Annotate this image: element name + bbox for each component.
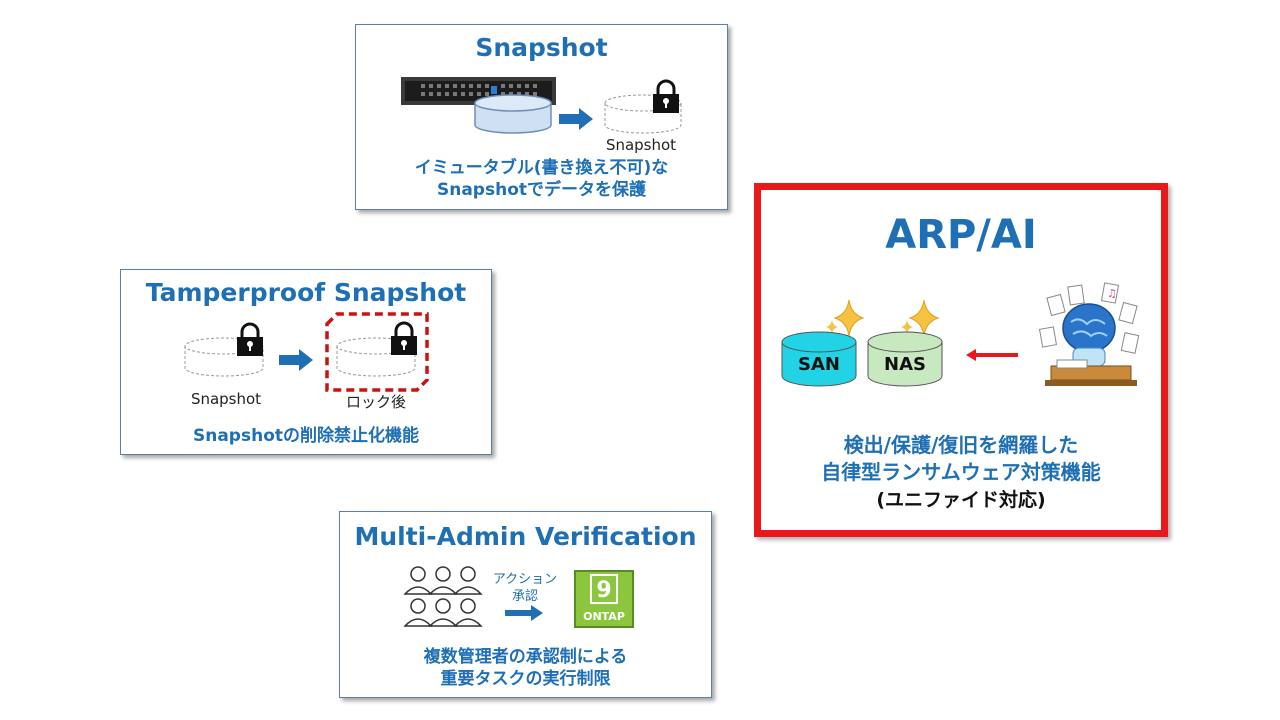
- arrow-label-line2: 承認: [511, 589, 538, 604]
- ontap-label: ONTAP: [583, 610, 625, 623]
- arp-caption-line3: (ユニファイド対応): [876, 489, 1046, 511]
- tamperproof-panel: Tamperproof Snapshot Snapshot ロック後 Snaps…: [120, 269, 492, 455]
- arrow-right-icon: [279, 349, 313, 371]
- users-icon: [403, 566, 483, 627]
- disk-icon: [474, 94, 552, 134]
- san-label: SAN: [798, 354, 840, 375]
- lock-icon: [653, 79, 679, 113]
- disk-icon: [604, 94, 682, 134]
- lock-icon: [237, 322, 263, 356]
- arp-caption-line1: 検出/保護/復旧を網羅した: [843, 433, 1079, 457]
- snapshot-caption-line1: イミュータブル(書き換え不可)な: [414, 158, 669, 178]
- ai-brain-icon: ♫: [1038, 282, 1140, 386]
- disk-icon: [867, 331, 943, 387]
- snapshot-caption-line2: Snapshotでデータを保護: [436, 180, 646, 200]
- lock-icon: [391, 321, 417, 355]
- mav-caption-line2: 重要タスクの実行制限: [440, 669, 611, 689]
- snapshot-label: Snapshot: [605, 136, 677, 154]
- arp-panel: ARP/AI SAN NAS ♫ 検出/保護/復旧を網羅した 自律型ランサムウェ…: [754, 183, 1168, 537]
- arp-caption-line2: 自律型ランサムウェア対策機能: [821, 460, 1101, 484]
- ontap-number: 9: [590, 574, 618, 604]
- tamperproof-title: Tamperproof Snapshot: [145, 278, 467, 307]
- locked-snapshot-frame: [325, 312, 429, 392]
- tamper-locked-label: ロック後: [345, 393, 406, 411]
- mav-title: Multi-Admin Verification: [354, 522, 697, 551]
- arrow-right-icon: [559, 108, 593, 130]
- arrow-right-icon: [505, 605, 543, 621]
- tamperproof-caption: Snapshotの削除禁止化機能: [192, 426, 419, 446]
- arrow-left-icon: [966, 349, 1018, 361]
- snapshot-panel: Snapshot Snapshot イミュータブル(書き換え不: [355, 24, 728, 210]
- nas-label: NAS: [884, 354, 926, 375]
- arp-title: ARP/AI: [885, 212, 1037, 258]
- mav-caption-line1: 複数管理者の承認制による: [423, 647, 628, 667]
- disk-icon: [781, 331, 857, 387]
- mav-panel: Multi-Admin Verification アクション 承認 9 ONTA…: [339, 511, 712, 698]
- ontap-logo-icon: 9 ONTAP: [574, 570, 634, 628]
- tamper-snapshot-label: Snapshot: [190, 390, 262, 408]
- svg-text:♫: ♫: [1107, 287, 1117, 300]
- arrow-label-line1: アクション: [492, 572, 558, 587]
- snapshot-title: Snapshot: [475, 33, 608, 62]
